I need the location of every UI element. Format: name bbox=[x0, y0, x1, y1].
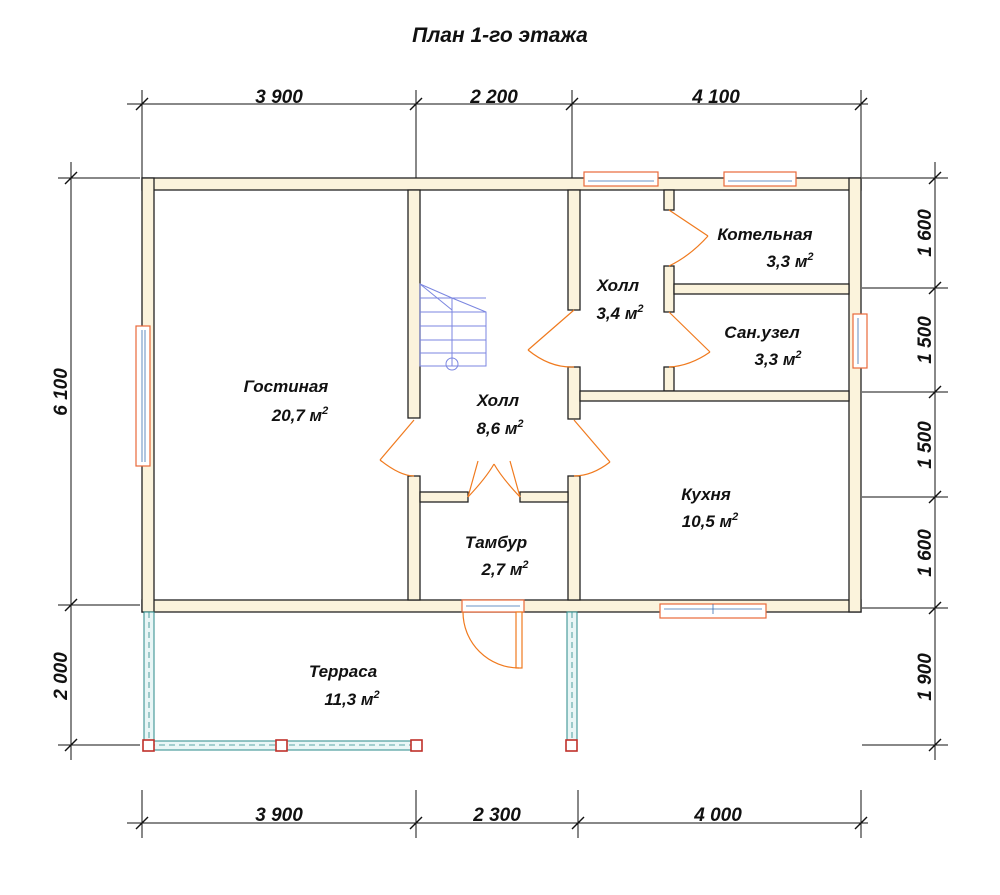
room-boiler-area: 3,3 м2 bbox=[766, 251, 813, 271]
room-bathroom-area: 3,3 м2 bbox=[754, 349, 801, 369]
dim-right-3: 1 500 bbox=[915, 421, 936, 469]
room-kitchen-name: Кухня bbox=[681, 485, 731, 504]
room-hall-small-area: 3,4 м2 bbox=[596, 303, 643, 323]
room-terrace-name: Терраса bbox=[309, 662, 377, 681]
dim-top-2: 2 200 bbox=[469, 87, 518, 108]
room-bathroom: Сан.узел 3,3 м2 bbox=[724, 323, 801, 369]
room-hall-central-name: Холл bbox=[476, 391, 520, 410]
window-boiler-top bbox=[723, 171, 797, 187]
room-boiler: Котельная 3,3 м2 bbox=[717, 225, 813, 271]
dim-right-2: 1 500 bbox=[915, 316, 936, 364]
dimension-left: 6 100 2 000 bbox=[51, 162, 140, 760]
room-terrace-area: 11,3 м2 bbox=[324, 689, 379, 709]
dim-left-2: 2 000 bbox=[51, 652, 72, 701]
room-hall-central-area: 8,6 м2 bbox=[476, 418, 523, 438]
doors bbox=[379, 209, 711, 669]
room-hall-small-name: Холл bbox=[596, 276, 640, 295]
room-hall-central: Холл 8,6 м2 bbox=[476, 391, 524, 438]
plan-title: План 1-го этажа bbox=[412, 24, 588, 47]
entrance-opening bbox=[461, 599, 525, 613]
window-kitchen-bottom bbox=[659, 603, 767, 619]
dimension-right: 1 600 1 500 1 500 1 600 1 900 bbox=[862, 162, 948, 760]
dim-left-1: 6 100 bbox=[51, 368, 72, 416]
room-bathroom-name: Сан.узел bbox=[724, 323, 800, 342]
room-vestibule-name: Тамбур bbox=[465, 533, 527, 552]
staircase bbox=[419, 283, 487, 371]
room-boiler-name: Котельная bbox=[717, 225, 812, 244]
window-living-left bbox=[135, 325, 151, 467]
dim-right-1: 1 600 bbox=[915, 209, 936, 257]
room-living-area: 20,7 м2 bbox=[271, 405, 329, 425]
dim-bottom-2: 2 300 bbox=[472, 805, 521, 826]
dim-bottom-3: 4 000 bbox=[693, 805, 742, 826]
dim-top-3: 4 100 bbox=[691, 87, 740, 108]
room-vestibule-area: 2,7 м2 bbox=[480, 559, 528, 579]
window-bath-right bbox=[852, 313, 868, 369]
dim-top-1: 3 900 bbox=[255, 87, 303, 108]
dim-right-5: 1 900 bbox=[915, 653, 936, 701]
room-kitchen-area: 10,5 м2 bbox=[682, 511, 739, 531]
room-vestibule: Тамбур 2,7 м2 bbox=[465, 533, 529, 579]
window-hall-top bbox=[583, 171, 659, 187]
room-hall-small: Холл 3,4 м2 bbox=[596, 276, 644, 323]
room-living-name: Гостиная bbox=[244, 377, 329, 396]
dimension-bottom: 3 900 2 300 4 000 bbox=[127, 790, 868, 838]
dim-right-4: 1 600 bbox=[915, 529, 936, 577]
room-kitchen: Кухня 10,5 м2 bbox=[681, 485, 738, 531]
dimension-top: 3 900 2 200 4 100 bbox=[127, 87, 868, 178]
dim-bottom-1: 3 900 bbox=[255, 805, 303, 826]
room-terrace: Терраса 11,3 м2 bbox=[309, 662, 380, 709]
room-living: Гостиная 20,7 м2 bbox=[244, 377, 329, 425]
terrace-railing bbox=[142, 611, 578, 752]
